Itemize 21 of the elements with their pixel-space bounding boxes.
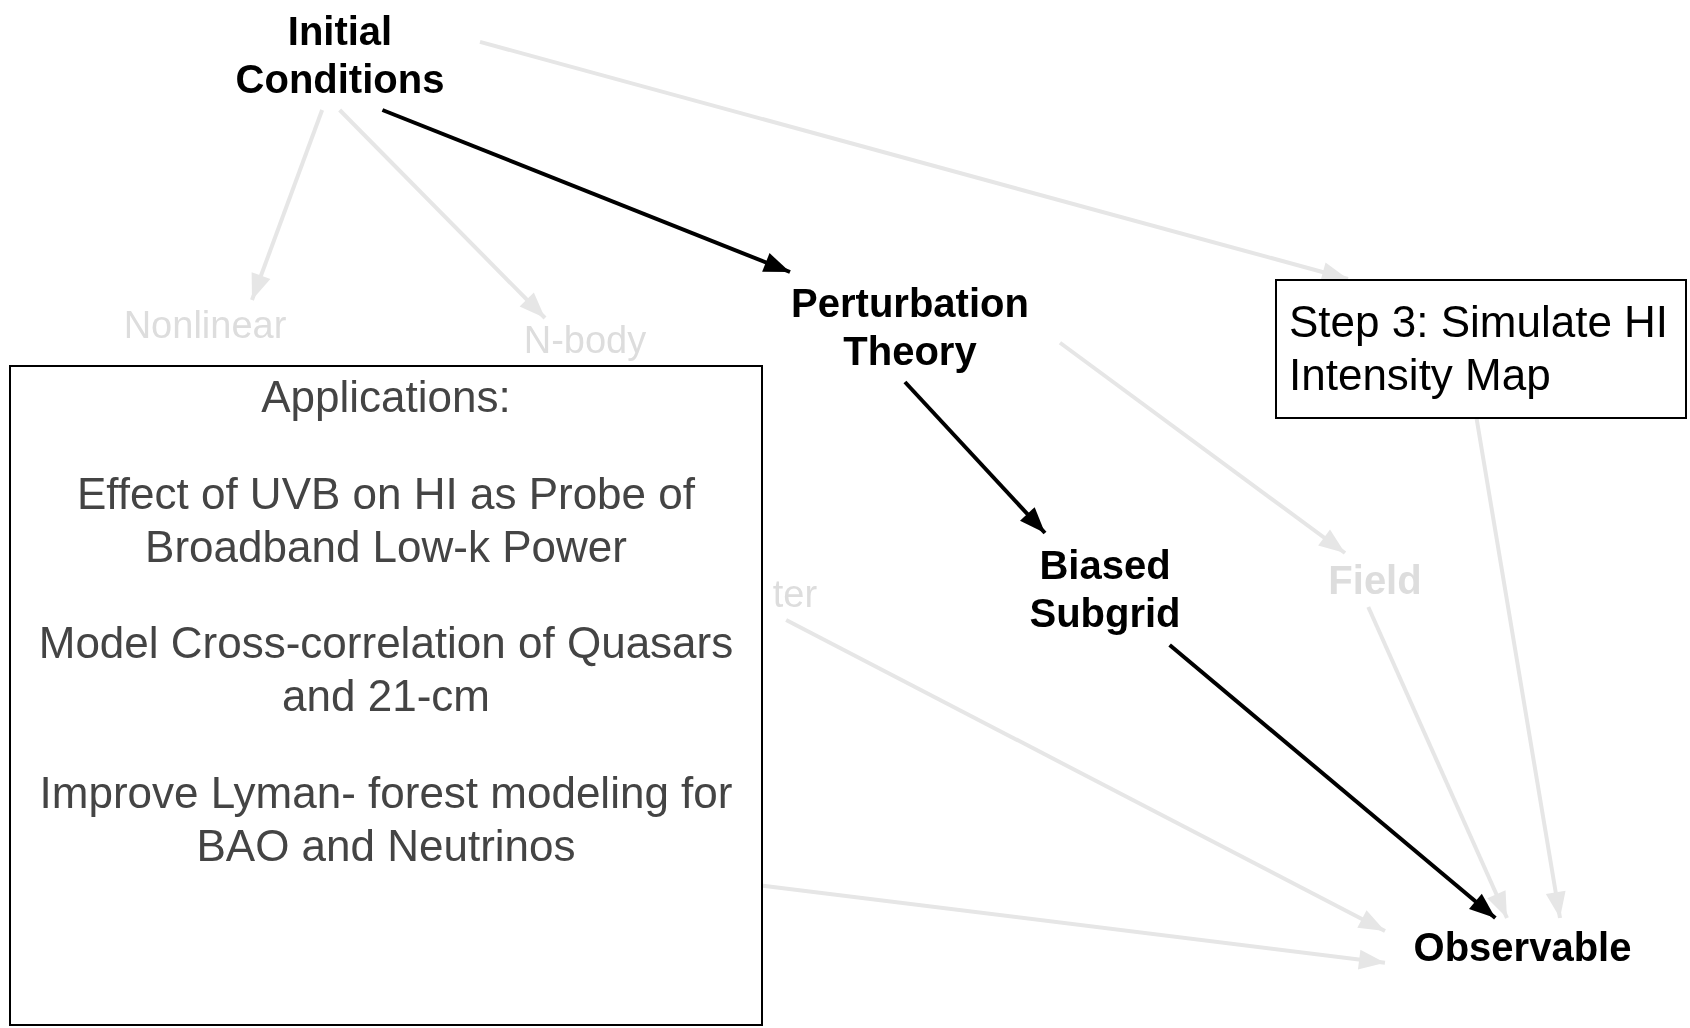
panel-text: Improve Lyman- forest modeling for BAO and Neutrinos xyxy=(38,767,734,872)
node-label: Perturbation Theory xyxy=(760,272,1060,382)
arrow xyxy=(1474,418,1566,919)
arrow xyxy=(1168,643,1497,920)
node-label: Observable xyxy=(1385,918,1660,976)
process-box: Step 3: Simulate HI Intensity Map xyxy=(1275,279,1687,419)
arrow xyxy=(338,108,547,320)
node-label: Initial Conditions xyxy=(200,0,480,110)
arrow xyxy=(1058,341,1347,555)
arrow xyxy=(381,108,791,274)
node-label: Biased Subgrid xyxy=(990,533,1220,645)
panel-text: Effect of UVB on HI as Probe of Broadband Low-k Power xyxy=(76,467,696,573)
text-panel xyxy=(9,365,763,1026)
arrow xyxy=(762,883,1386,970)
arrow xyxy=(903,380,1047,535)
panel-text: Model Cross-correlation of Quasars and 21-cm xyxy=(37,617,735,723)
arrow xyxy=(479,39,1349,282)
arrow xyxy=(250,109,324,301)
arrow xyxy=(785,618,1386,933)
panel-heading: Applications: xyxy=(261,371,511,423)
arrow xyxy=(1366,606,1509,919)
